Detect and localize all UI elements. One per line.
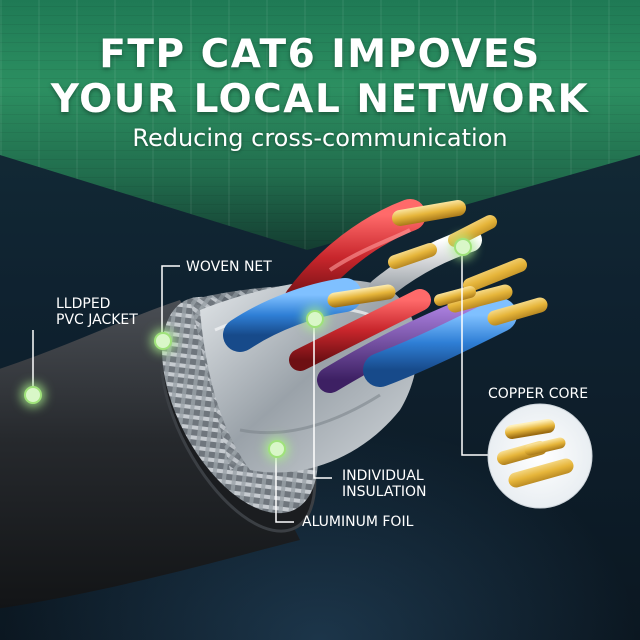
callout-copper-core-text: COPPER CORE (488, 386, 589, 402)
callout-aluminum-foil-text: ALUMINUM FOIL (302, 514, 414, 530)
line-insulation (313, 318, 332, 479)
callout-woven-net-text: WOVEN NET (186, 259, 272, 275)
headline: FTP CAT6 IMPOVES YOUR LOCAL NETWORK (0, 32, 640, 122)
callout-aluminum-foil: ALUMINUM FOIL (302, 514, 413, 530)
headline-line-2: YOUR LOCAL NETWORK (50, 77, 590, 122)
marker-copper-core-dot (454, 238, 472, 256)
callout-insulation-line2: INSULATION (342, 484, 427, 500)
callout-copper-core: COPPER CORE (488, 386, 588, 402)
callout-lldped-line1: LLDPED (56, 296, 111, 312)
callout-woven-net: WOVEN NET (186, 259, 272, 275)
wire-blue-right (363, 298, 517, 387)
line-woven-net (161, 265, 180, 340)
callout-lldped-line2: PVC JACKET (56, 312, 138, 328)
marker-insulation-dot (306, 310, 324, 328)
marker-woven-net-dot (154, 332, 172, 350)
copper-core-inset (487, 403, 593, 509)
headline-line-1: FTP CAT6 IMPOVES (99, 32, 541, 77)
callout-individual-insulation: INDIVIDUAL INSULATION (342, 468, 427, 500)
marker-aluminum-dot (268, 440, 286, 458)
copper-conductors (327, 200, 548, 326)
subtitle: Reducing cross-communication (132, 124, 508, 152)
pvc-jacket (0, 300, 300, 609)
callout-lines (32, 245, 490, 523)
callout-lldped-pvc-jacket: LLDPED PVC JACKET (56, 296, 138, 328)
callout-insulation-line1: INDIVIDUAL (342, 468, 424, 484)
marker-jacket-dot (24, 386, 42, 404)
line-copper-core (461, 245, 490, 456)
wire-purple (317, 297, 483, 393)
line-aluminum (275, 450, 294, 523)
